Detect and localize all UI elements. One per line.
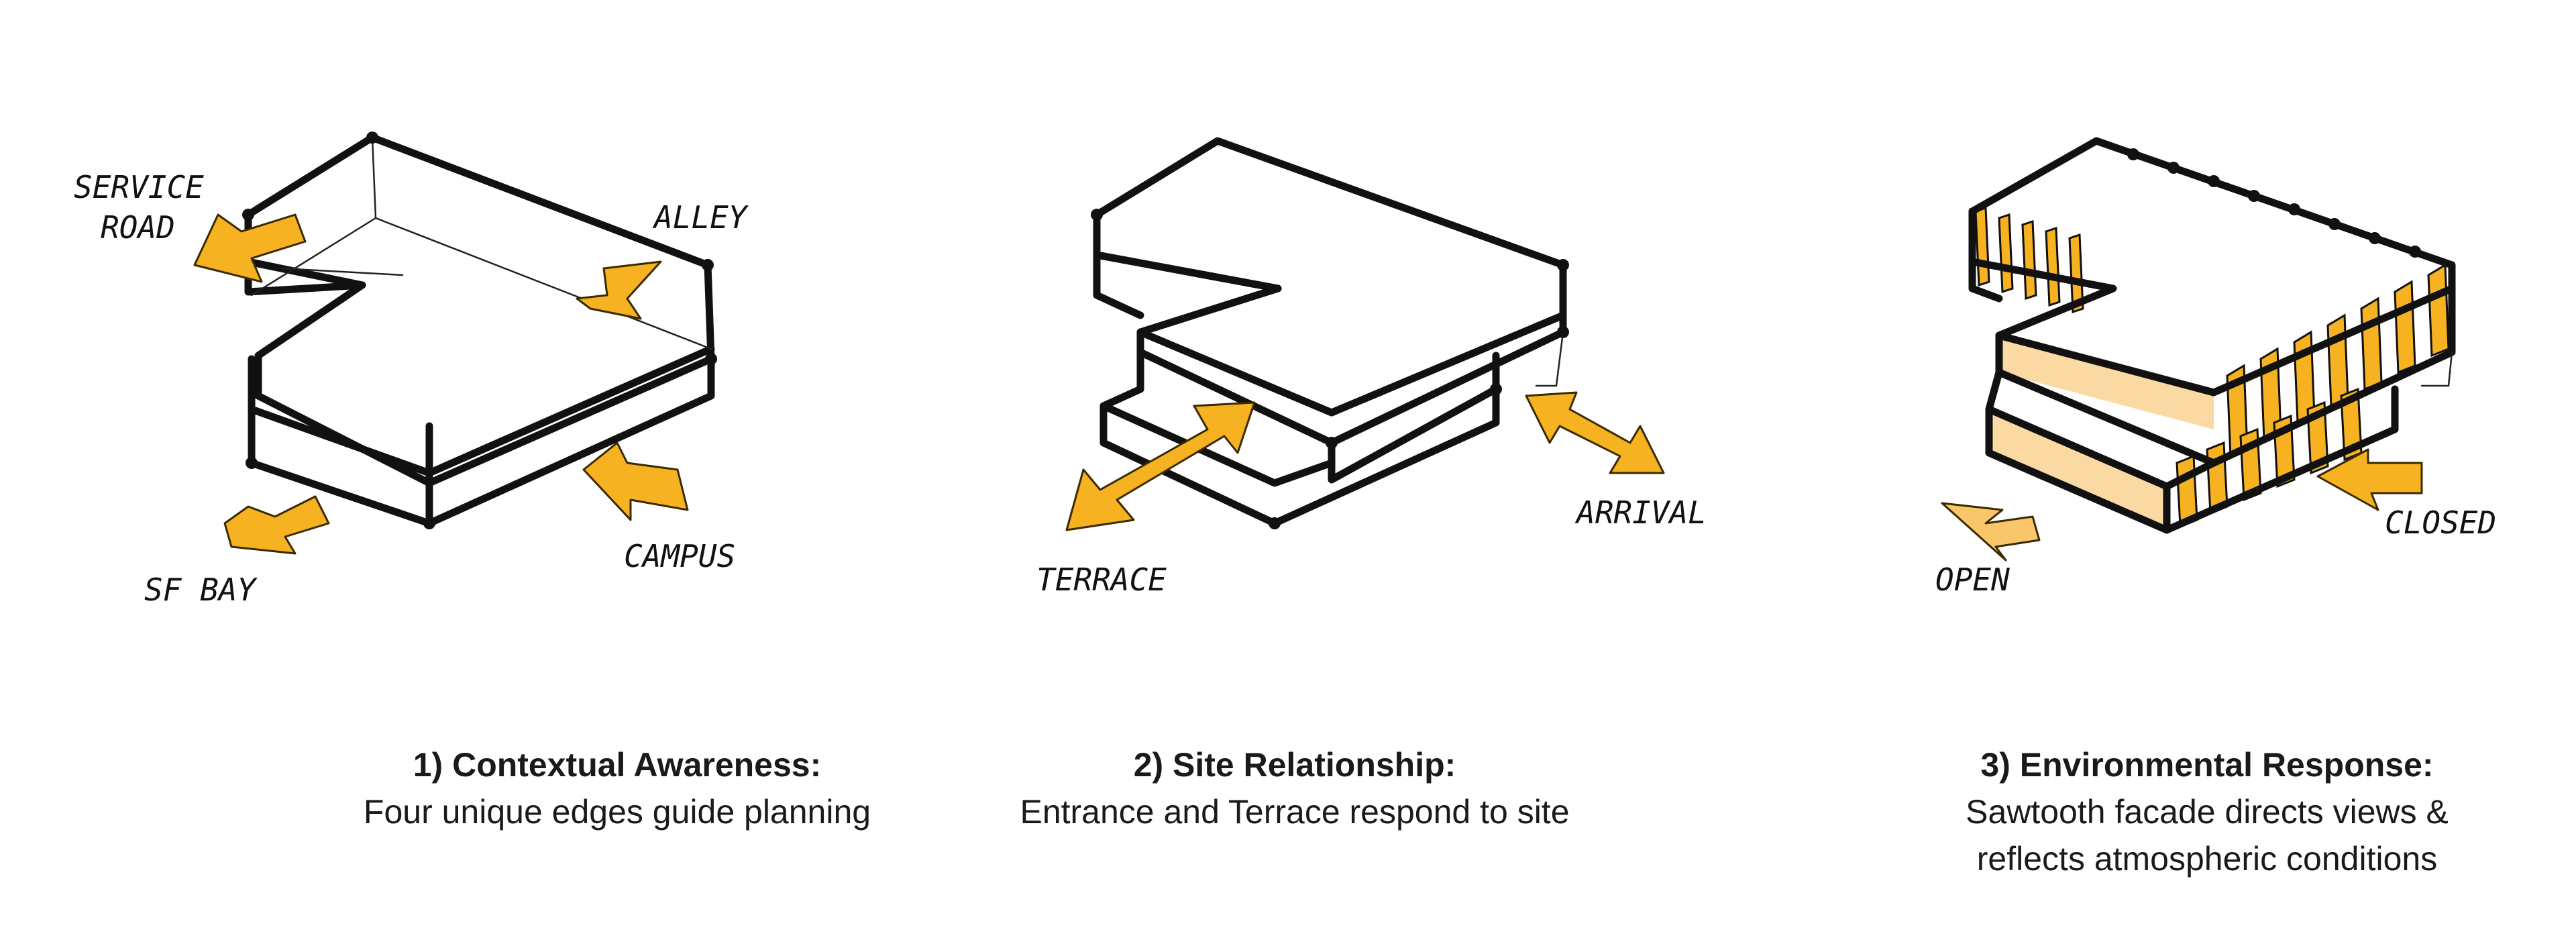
caption-description-line: Entrance and Terrace respond to site bbox=[1020, 793, 1570, 831]
arrow-sf-bay bbox=[223, 495, 330, 555]
caption-title: 3) Environmental Response: bbox=[1980, 746, 2434, 784]
node-marks bbox=[242, 131, 717, 529]
label-arrival: ARRIVAL bbox=[1574, 494, 1707, 531]
arrow-closed bbox=[2316, 448, 2423, 511]
caption-description-line: reflects atmospheric conditions bbox=[1976, 840, 2438, 878]
panel-2-arrows bbox=[1065, 391, 1665, 531]
caption-title: 2) Site Relationship: bbox=[1133, 746, 1456, 784]
panel-1-arrows bbox=[193, 213, 689, 555]
label-alley: ALLEY bbox=[652, 199, 749, 235]
label-sf-bay: SF BAY bbox=[144, 572, 258, 608]
arrow-open bbox=[1941, 502, 2041, 562]
caption-environmental-response: 3) Environmental Response: Sawtooth faca… bbox=[1872, 741, 2542, 882]
arrow-alley bbox=[576, 260, 662, 320]
caption-description-line: Sawtooth facade directs views & bbox=[1966, 793, 2449, 831]
label-closed: CLOSED bbox=[2385, 505, 2496, 541]
caption-contextual-awareness: 1) Contextual Awareness: Four unique edg… bbox=[282, 741, 953, 835]
label-campus: CAMPUS bbox=[624, 538, 735, 574]
arrow-service-road bbox=[193, 213, 307, 283]
diagram-sketches: SERVICE ROAD ALLEY CAMPUS SF BAY TERRACE… bbox=[74, 131, 2496, 608]
panel-2-building bbox=[1091, 137, 1569, 529]
arrow-arrival bbox=[1525, 391, 1665, 474]
roof-dots bbox=[2127, 148, 2421, 258]
node-marks bbox=[1091, 209, 1569, 529]
panel-3-arrows bbox=[1941, 448, 2423, 562]
label-service-road-line2: ROAD bbox=[101, 209, 175, 246]
label-service-road-line1: SERVICE bbox=[74, 169, 204, 205]
caption-title: 1) Contextual Awareness: bbox=[413, 746, 822, 784]
arrow-campus bbox=[582, 441, 689, 521]
label-open: OPEN bbox=[1935, 562, 2010, 598]
caption-site-relationship: 2) Site Relationship: Entrance and Terra… bbox=[959, 741, 1630, 835]
label-terrace: TERRACE bbox=[1036, 562, 1167, 598]
captions: 1) Contextual Awareness: Four unique edg… bbox=[0, 741, 2576, 909]
arrow-terrace bbox=[1065, 401, 1256, 531]
caption-description-line: Four unique edges guide planning bbox=[363, 793, 871, 831]
panel-3-building bbox=[1968, 137, 2456, 534]
